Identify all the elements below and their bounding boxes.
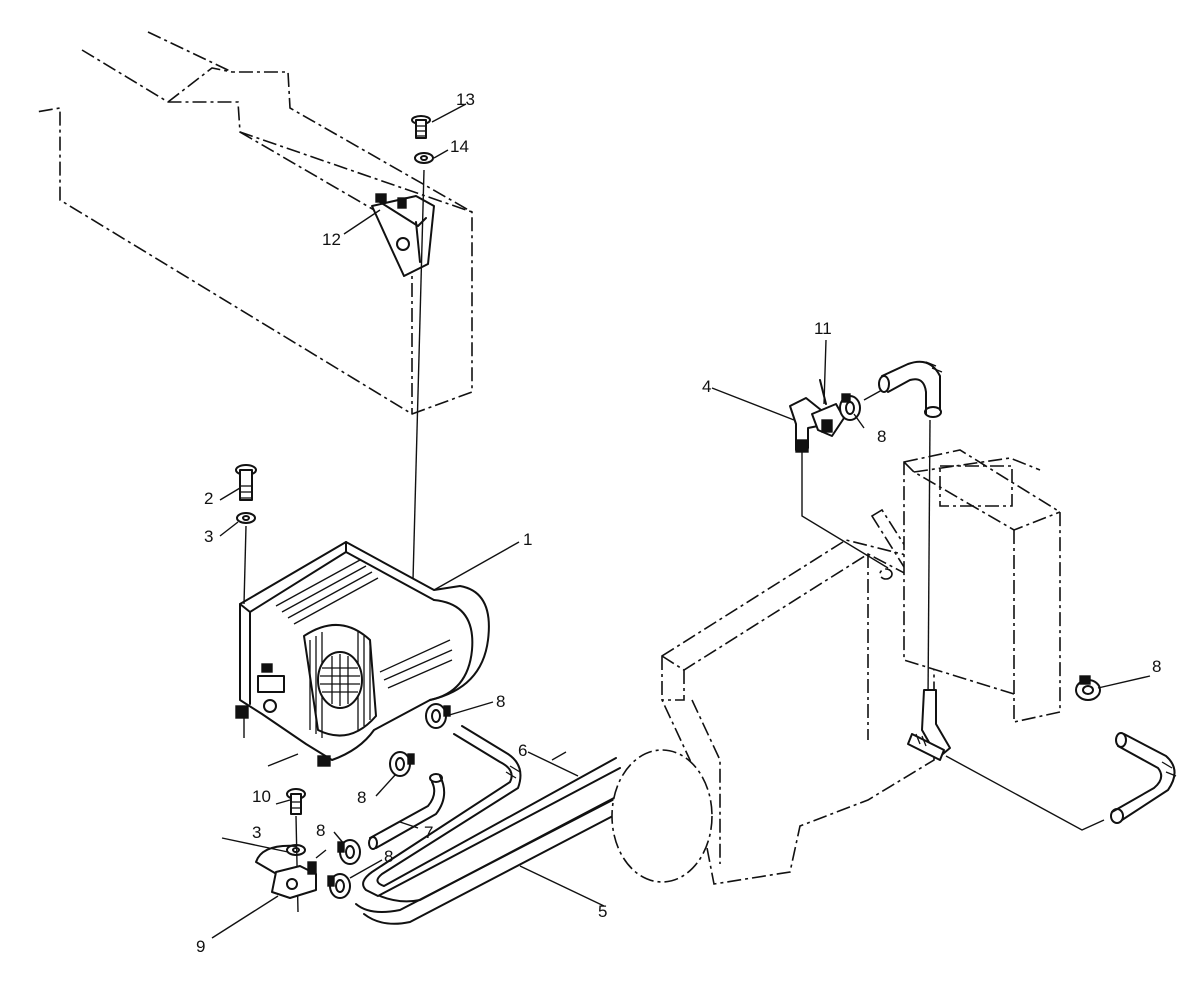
callout-5: 5 — [598, 902, 607, 921]
radiator-upper-hose — [878, 360, 943, 418]
callout-12: 12 — [322, 230, 341, 249]
callout-labels: 1 2 3 3 4 5 6 7 8 8 8 8 8 8 9 10 11 12 1… — [196, 90, 1161, 956]
radiator-phantom — [903, 449, 1061, 723]
hose-clamp — [389, 751, 415, 777]
hose-clamp — [1075, 675, 1101, 701]
hose-clamp — [337, 839, 361, 865]
callout-8: 8 — [877, 427, 886, 446]
callout-8: 8 — [384, 847, 393, 866]
shutoff-valve — [811, 379, 845, 437]
callout-4: 4 — [702, 377, 711, 396]
valve-bracket — [255, 844, 327, 899]
callout-10: 10 — [252, 787, 271, 806]
bracket-bolt — [411, 115, 431, 139]
short-hose — [368, 773, 446, 850]
engine-block-phantom — [611, 539, 935, 885]
callout-1: 1 — [523, 530, 532, 549]
clamp-alignment-line — [863, 389, 883, 401]
callout-7: 7 — [424, 823, 433, 842]
callout-14: 14 — [450, 137, 469, 156]
callout-11: 11 — [814, 319, 832, 338]
coolant-alignment-line — [927, 419, 931, 701]
callout-3: 3 — [204, 527, 213, 546]
callout-8: 8 — [316, 821, 325, 840]
callout-2: 2 — [204, 489, 213, 508]
heater-bolt-alignment-line — [243, 525, 247, 605]
tee-alignment-line — [801, 452, 889, 569]
bracket-washer — [414, 152, 434, 164]
assembly-alignment-line — [412, 169, 425, 581]
mount-bolt-alignment-line — [295, 815, 299, 913]
radiator-elbow-fitting — [907, 689, 951, 761]
callout-9: 9 — [196, 937, 205, 956]
callout-8: 8 — [357, 788, 366, 807]
mount-bolt — [286, 788, 306, 815]
vehicle-body-phantom — [35, 31, 473, 415]
long-hose-lower — [355, 791, 633, 925]
hose-clamp — [839, 393, 861, 421]
callout-13: 13 — [456, 90, 475, 109]
heater-washer — [236, 512, 256, 524]
return-alignment-line — [945, 755, 1105, 831]
heater-vents — [275, 559, 453, 689]
callout-8: 8 — [496, 692, 505, 711]
leader-lines — [211, 103, 1151, 939]
mounting-bracket — [371, 193, 435, 277]
heater-bolt — [235, 464, 257, 501]
callout-6: 6 — [518, 741, 527, 760]
hose-clamp — [327, 873, 351, 899]
long-hose-upper — [362, 725, 621, 897]
heater-unit — [235, 541, 490, 767]
radiator-lower-hose — [1110, 732, 1177, 824]
callout-8: 8 — [1152, 657, 1161, 676]
callout-3: 3 — [252, 823, 261, 842]
fan-grille — [320, 654, 360, 706]
